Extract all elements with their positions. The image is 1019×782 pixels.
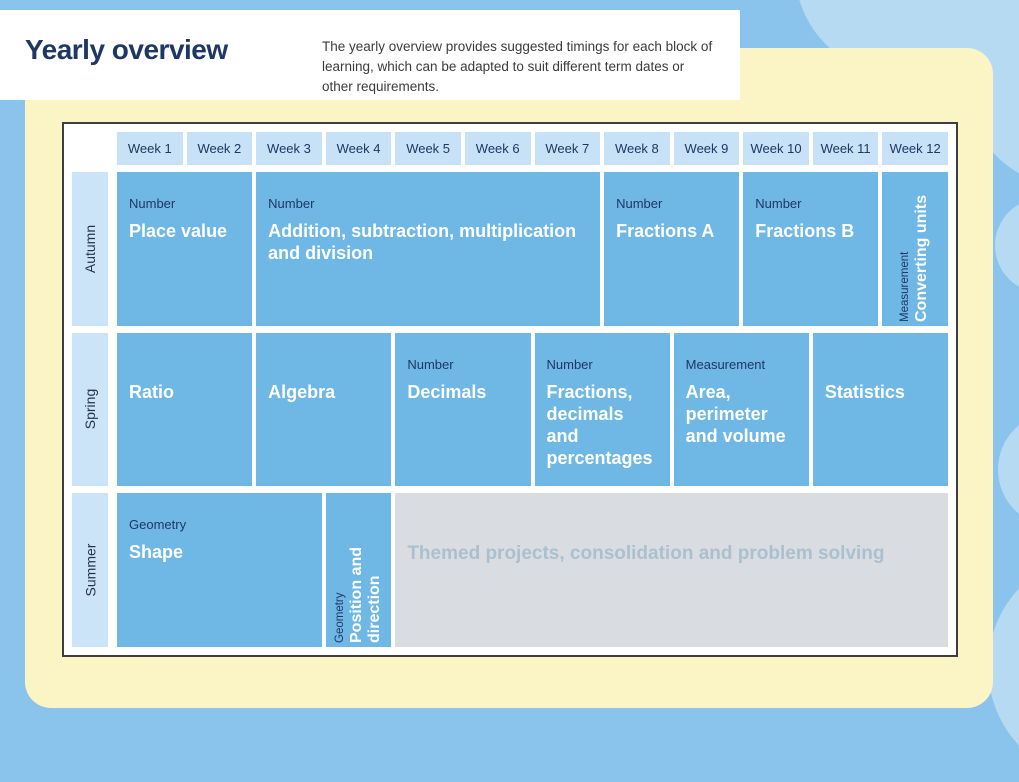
title-card: Yearly overview The yearly overview prov… (0, 10, 740, 100)
block-category: Number (755, 196, 802, 211)
block-title: Fractions B (755, 221, 855, 241)
week-header-5: Week 5 (395, 132, 461, 165)
block-title: Converting units (913, 194, 931, 322)
block-category (407, 517, 936, 542)
decorative-curve-right-1 (995, 198, 1019, 293)
block-title: Fractions, decimals and percentages (546, 381, 653, 468)
block-algebra: Algebra (256, 332, 392, 487)
block-title: Ratio (129, 381, 174, 402)
block-title: Position and direction (347, 547, 383, 644)
term-cell-autumn: Autumn (72, 172, 108, 326)
block-title: Addition, subtraction, multiplication an… (268, 221, 577, 263)
block-title: Place value (129, 221, 228, 241)
week-header-11: Week 11 (812, 132, 879, 165)
block-category: Measurement (899, 251, 912, 322)
block-title: Shape (129, 542, 184, 563)
block-category: Geometry (129, 517, 187, 533)
block-title: Algebra (268, 381, 336, 402)
block-category (825, 357, 936, 382)
decorative-curve-right-2 (998, 412, 1019, 527)
week-header-6: Week 6 (464, 132, 531, 165)
term-label: Autumn (82, 224, 98, 273)
week-header-12: Week 12 (882, 132, 948, 165)
block-category: Geometry (333, 592, 346, 644)
block-category: Number (407, 356, 454, 372)
block-title: Statistics (824, 381, 905, 402)
block-category: Number (616, 196, 663, 211)
week-header-1: Week 1 (117, 132, 183, 165)
term-label: Spring (82, 389, 98, 430)
block-category: Number (268, 196, 315, 211)
block-title: Decimals (407, 381, 487, 402)
page-description: The yearly overview provides suggested t… (322, 39, 713, 94)
week-header-10: Week 10 (743, 132, 809, 165)
block-title: Area, perimeter and volume (685, 381, 786, 446)
block-category: Number (129, 196, 176, 211)
block-themed-projects-consolidation-and-problem-solving: Themed projects, consolidation and probl… (395, 493, 948, 647)
block-title: Fractions A (616, 221, 715, 241)
term-label: Summer (82, 543, 98, 597)
week-header-8: Week 8 (604, 132, 670, 165)
block-ratio: Ratio (117, 332, 253, 487)
block-category (129, 357, 240, 382)
week-header-7: Week 7 (534, 132, 601, 165)
week-header-2: Week 2 (186, 132, 253, 165)
week-header-9: Week 9 (673, 132, 740, 165)
block-category: Measurement (685, 356, 766, 372)
page-title: Yearly overview (25, 34, 228, 65)
block-title: Themed projects, consolidation and probl… (407, 543, 885, 565)
term-cell-summer: Summer (72, 493, 108, 647)
term-cell-spring: Spring (72, 332, 108, 487)
block-statistics: Statistics (812, 332, 948, 487)
block-category (268, 357, 379, 382)
block-category: Number (546, 356, 593, 372)
week-header-4: Week 4 (325, 132, 392, 165)
week-header-3: Week 3 (256, 132, 322, 165)
